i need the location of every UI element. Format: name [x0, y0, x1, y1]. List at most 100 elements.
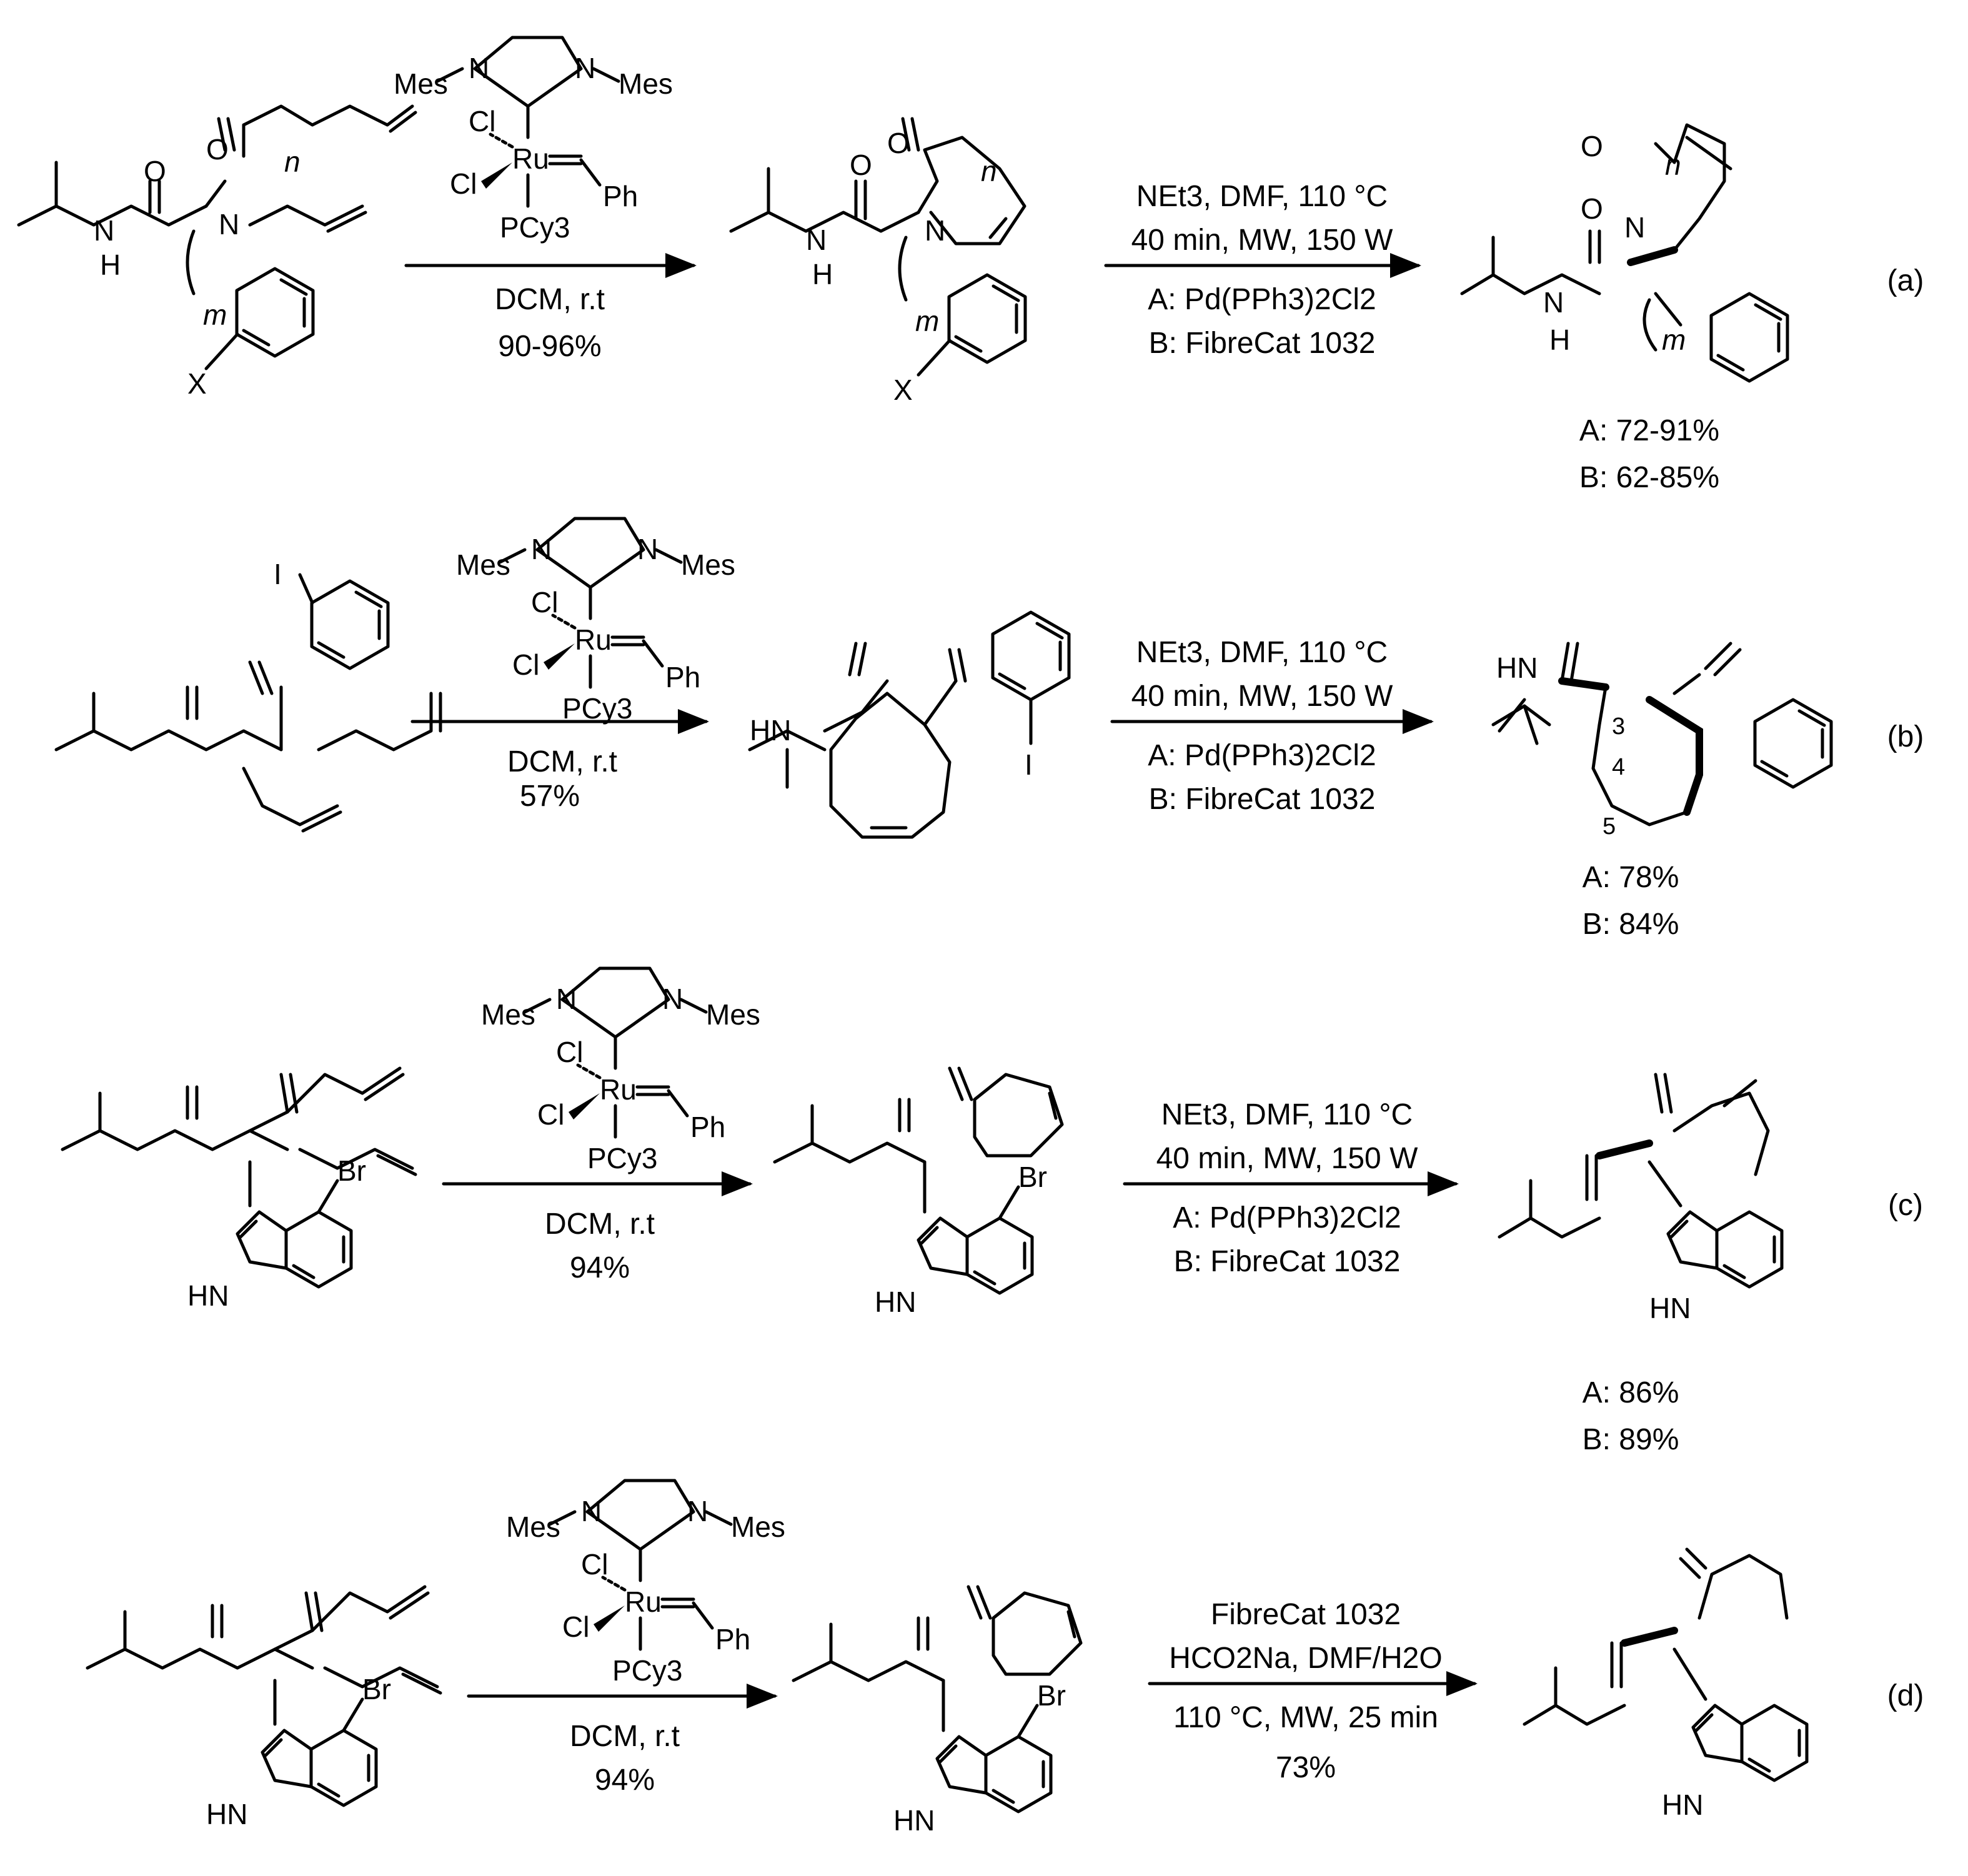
cond-d-line3: 110 °C, MW, 25 min [1173, 1701, 1438, 1734]
solvent-a: DCM, r.t [495, 283, 605, 316]
prod-b-hn: HN [1496, 652, 1538, 684]
yield-c-A: A: 86% [1583, 1376, 1679, 1409]
ph-group: Ph [665, 661, 700, 693]
sub-d-br: Br [362, 1673, 391, 1705]
cl-top: Cl [581, 1548, 608, 1581]
amide-n: N [219, 208, 239, 241]
cond-c-line1: NEt3, DMF, 110 °C [1161, 1098, 1413, 1131]
mes-right: Mes [619, 67, 673, 100]
row-b: I Mes N N Mes Cl Ru Cl Ph PCy3 DCM, r.t … [54, 519, 1924, 941]
cond-d-line2: HCO2Na, DMF/H2O [1169, 1642, 1442, 1675]
mes-left: Mes [481, 998, 535, 1031]
prod-a-o2: O [1581, 192, 1603, 225]
substrate-d: Br HN [86, 1585, 442, 1830]
substrate-b: I [54, 558, 442, 833]
cl-top: Cl [469, 105, 495, 137]
tag-c: (c) [1888, 1189, 1923, 1222]
n-right: N [637, 533, 658, 565]
cl-top: Cl [556, 1036, 583, 1068]
cond-d-line4: 73% [1276, 1751, 1336, 1784]
cond-a-line4: B: FibreCat 1032 [1149, 327, 1376, 360]
cond-b-line2: 40 min, MW, 150 W [1131, 680, 1393, 713]
yield-a-A: A: 72-91% [1579, 414, 1719, 447]
product-a: N O O N H n m [1460, 123, 1787, 381]
pcy3: PCy3 [612, 1654, 682, 1687]
yield-a1: 90-96% [498, 330, 601, 363]
prod-c-hn: HN [1649, 1292, 1691, 1324]
prod-a-h: H [1549, 324, 1570, 356]
substrate-c: Br HN [61, 1066, 417, 1312]
int-a-x: X [893, 374, 913, 406]
cond-b-line4: B: FibreCat 1032 [1149, 783, 1376, 816]
int-a-h: H [812, 258, 833, 290]
int-b-hn: HN [750, 714, 791, 747]
int-c-br: Br [1018, 1161, 1047, 1193]
prod-a-n-index: n [1665, 149, 1681, 181]
mes-right: Mes [681, 548, 735, 581]
mes-left: Mes [506, 1511, 560, 1543]
mes-left: Mes [394, 67, 448, 100]
catalyst-b: Mes N N Mes Cl Ru Cl Ph PCy3 [456, 519, 735, 725]
sub-d-hn: HN [206, 1798, 247, 1830]
cl-bottom: Cl [450, 167, 477, 200]
ph-group: Ph [690, 1111, 725, 1143]
ru-center: Ru [575, 623, 612, 656]
intermediate-c: Br HN [773, 1066, 1064, 1318]
carbonyl-o-2: O [206, 133, 229, 166]
mes-left: Mes [456, 548, 510, 581]
tag-b: (b) [1887, 720, 1924, 753]
prod-b-3: 3 [1612, 713, 1625, 740]
prod-a-n: N [1624, 211, 1645, 244]
int-a-n: N [925, 214, 945, 247]
int-b-i: I [1025, 748, 1033, 781]
intermediate-b: HN I [748, 612, 1069, 839]
product-b: HN 3 4 5 [1491, 642, 1831, 840]
cond-b-line1: NEt3, DMF, 110 °C [1136, 636, 1388, 669]
cond-b-line3: A: Pd(PPh3)2Cl2 [1148, 739, 1376, 772]
cond-a-line1: NEt3, DMF, 110 °C [1136, 180, 1388, 213]
ru-center: Ru [600, 1073, 637, 1106]
index-m: m [203, 299, 227, 331]
solvent-c: DCM, r.t [545, 1208, 655, 1241]
cond-c-line3: A: Pd(PPh3)2Cl2 [1173, 1201, 1401, 1234]
sub-b-i: I [274, 558, 282, 590]
mes-right: Mes [706, 998, 760, 1031]
catalyst-d: Mes N N Mes Cl Ru Cl Ph PCy3 [506, 1481, 785, 1687]
pcy3: PCy3 [562, 692, 632, 725]
intermediate-d: Br HN [792, 1585, 1083, 1837]
amide-nh: N [94, 214, 114, 247]
row-a: O O N N H X n m Mes N N Mes Cl Ru Cl Ph … [17, 37, 1924, 494]
halide-x: X [187, 367, 207, 400]
intermediate-a: O O N N H X n m [729, 117, 1025, 406]
yield-c1: 94% [570, 1251, 630, 1284]
index-n: n [284, 146, 301, 178]
ph-group: Ph [715, 1623, 750, 1655]
prod-d-hn: HN [1662, 1789, 1703, 1821]
int-a-o2: O [887, 127, 910, 159]
n-left: N [581, 1495, 602, 1527]
sub-c-br: Br [337, 1154, 366, 1187]
n-left: N [531, 533, 552, 565]
cond-c-line4: B: FibreCat 1032 [1174, 1245, 1401, 1278]
yield-c-B: B: 89% [1583, 1423, 1679, 1456]
amide-h: H [100, 249, 121, 281]
tag-a: (a) [1887, 264, 1924, 297]
sub-c-hn: HN [187, 1279, 229, 1312]
int-d-hn: HN [893, 1804, 935, 1837]
int-d-br: Br [1037, 1679, 1066, 1712]
mes-right: Mes [731, 1511, 785, 1543]
product-d: HN [1523, 1547, 1807, 1821]
cl-bottom: Cl [562, 1610, 589, 1643]
product-c: HN [1498, 1073, 1782, 1324]
catalyst-c: Mes N N Mes Cl Ru Cl Ph PCy3 [481, 968, 760, 1174]
n-right: N [687, 1495, 708, 1527]
row-c: Br HN Mes N N Mes Cl Ru Cl Ph PCy3 DCM, … [61, 968, 1923, 1456]
yield-b1: 57% [520, 780, 580, 813]
pcy3: PCy3 [587, 1142, 657, 1174]
tag-d: (d) [1887, 1679, 1924, 1712]
ru-center: Ru [625, 1586, 662, 1618]
pcy3: PCy3 [500, 211, 570, 244]
cl-bottom: Cl [512, 648, 539, 681]
cond-c-line2: 40 min, MW, 150 W [1156, 1142, 1418, 1175]
